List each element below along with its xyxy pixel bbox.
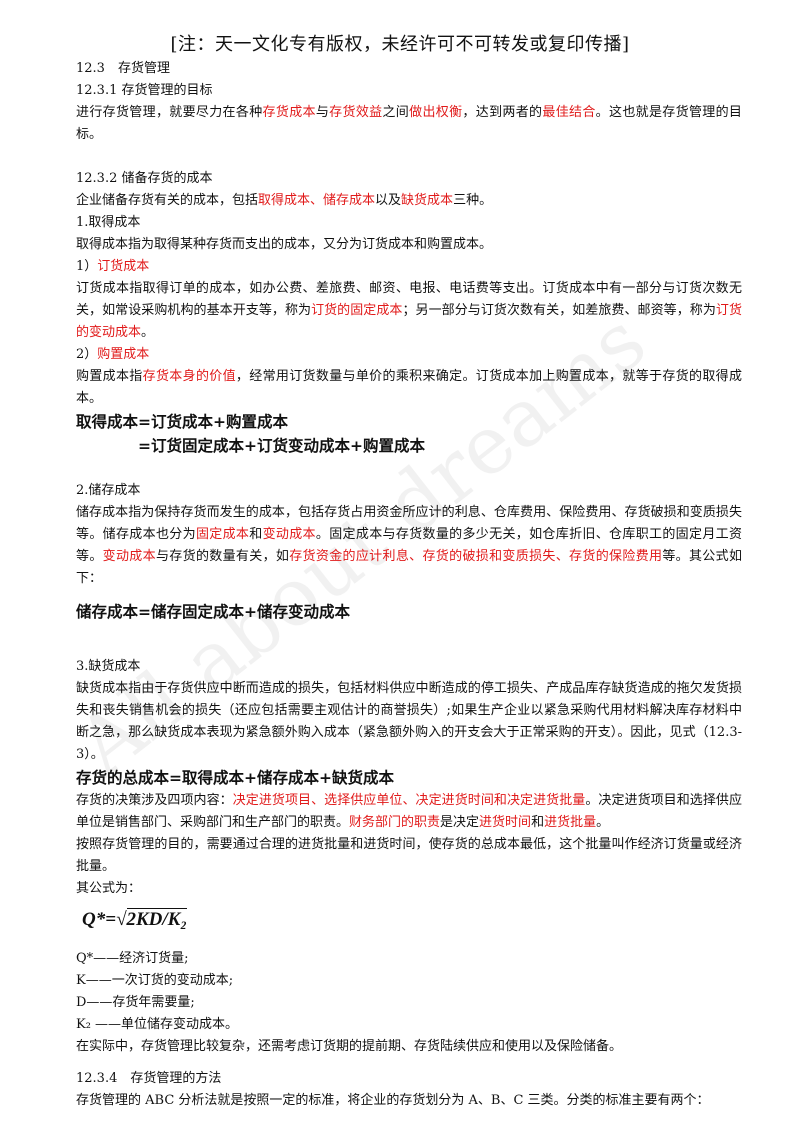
- storage-formula: 储存成本=储存固定成本+储存变动成本: [76, 603, 350, 621]
- item-heading: 3.缺货成本: [76, 659, 141, 674]
- purchase-cost-paragraph: 购置成本指存货本身的价值，经常用订货数量与单价的乘积来确定。订货成本加上购置成本…: [76, 369, 742, 406]
- section-heading: 12.3 存货管理: [76, 61, 170, 76]
- acquisition-formula-line-2: =订货固定成本+订货变动成本+购置成本: [138, 437, 425, 455]
- decision-paragraph: 存货的决策涉及四项内容：决定进货项目、选择供应单位、决定进货时间和决定进货批量。…: [76, 793, 742, 830]
- intro-paragraph: 企业储备存货有关的成本，包括取得成本、储存成本以及缺货成本三种。: [76, 193, 493, 208]
- acquisition-definition: 取得成本指为取得某种存货而支出的成本，又分为订货成本和购置成本。: [76, 237, 493, 252]
- abc-paragraph: 存货管理的 ABC 分析法就是按照一定的标准，将企业的存货划分为 A、B、C 三…: [76, 1093, 710, 1108]
- definition-q: Q*——经济订货量;: [76, 951, 189, 966]
- subsection-heading: 12.3.2 储备存货的成本: [76, 171, 213, 186]
- radicand: 2KD/K₂: [126, 908, 187, 930]
- shortage-cost-paragraph: 缺货成本指由于存货供应中断而造成的损失，包括材料供应中断造成的停工损失、产成品库…: [76, 681, 742, 762]
- subsection-heading: 12.3.4 存货管理的方法: [76, 1071, 222, 1086]
- definition-k2: K₂ ——单位储存变动成本。: [76, 1017, 239, 1032]
- goal-paragraph: 进行存货管理，就要尽力在各种存货成本与存货效益之间做出权衡，达到两者的最佳结合。…: [76, 105, 742, 142]
- copyright-notice: [注：天一文化专有版权，未经许可不可转发或复印传播]: [170, 34, 630, 55]
- order-cost-paragraph: 订货成本指取得订单的成本，如办公费、差旅费、邮资、电报、电话费等支出。订货成本中…: [76, 281, 742, 340]
- definition-d: D——存货年需要量;: [76, 995, 195, 1010]
- formula-intro: 其公式为：: [76, 881, 142, 896]
- item-heading: 2.储存成本: [76, 483, 141, 498]
- eoq-paragraph: 按照存货管理的目的，需要通过合理的进货批量和进货时间，使存货的总成本最低，这个批…: [76, 837, 742, 874]
- item-heading: 1.取得成本: [76, 215, 141, 230]
- eoq-formula: Q*=√2KD/K₂: [82, 908, 187, 930]
- subitem-heading: 2）购置成本: [76, 347, 150, 362]
- definition-k: K——一次订货的变动成本;: [76, 973, 234, 988]
- document-body: 12.3 存货管理 12.3.1 存货管理的目标 进行存货管理，就要尽力在各种存…: [76, 58, 742, 1112]
- subsection-heading: 12.3.1 存货管理的目标: [76, 83, 213, 98]
- total-cost-formula: 存货的总成本=取得成本+储存成本+缺货成本: [76, 769, 394, 787]
- acquisition-formula-line-1: 取得成本=订货成本+购置成本: [76, 413, 288, 431]
- practice-paragraph: 在实际中，存货管理比较复杂，还需考虑订货期的提前期、存货陆续供应和使用以及保险储…: [76, 1039, 623, 1054]
- storage-cost-paragraph: 储存成本指为保持存货而发生的成本，包括存货占用资金所应计的利息、仓库费用、保险费…: [76, 505, 742, 586]
- subitem-heading: 1）订货成本: [76, 259, 150, 274]
- square-root-symbol: √: [116, 909, 127, 930]
